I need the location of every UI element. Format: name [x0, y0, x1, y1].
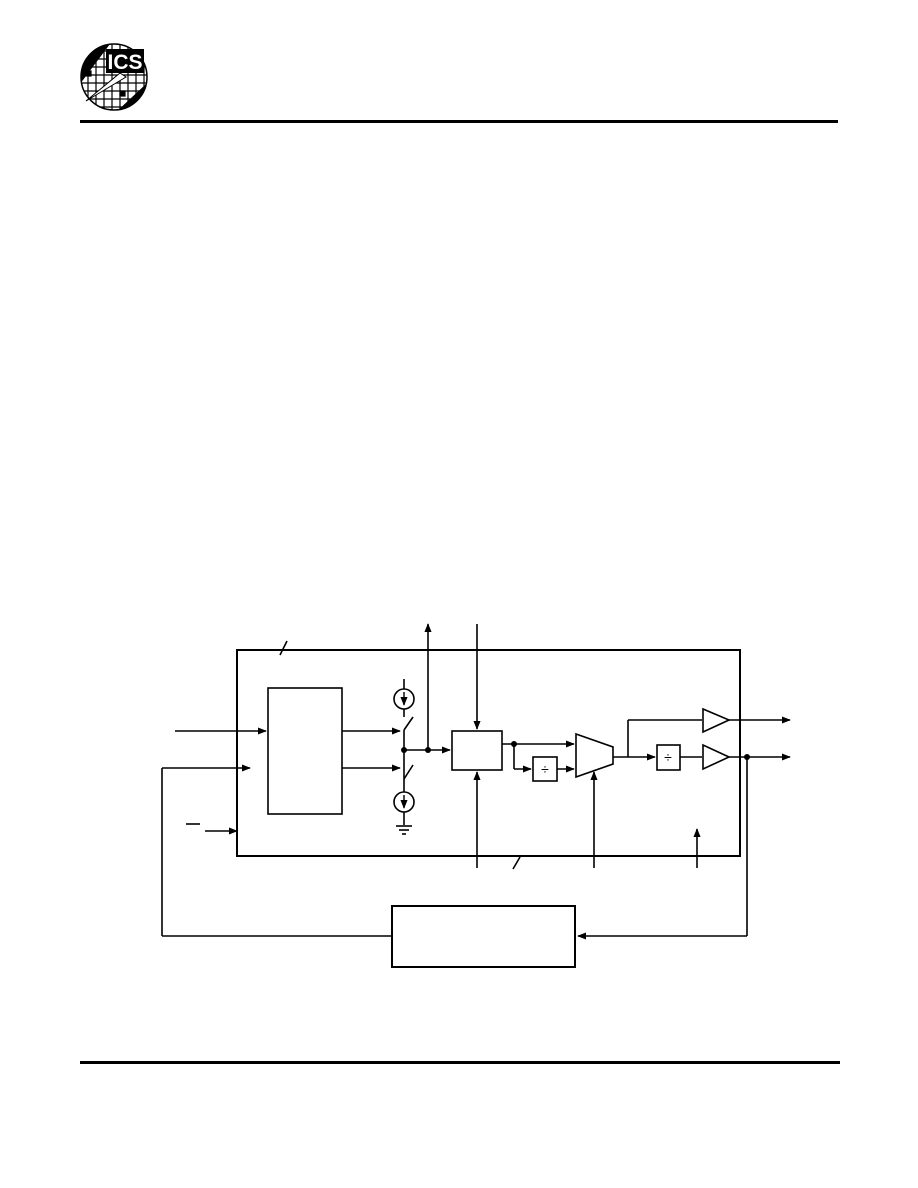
junction-dot — [401, 747, 407, 753]
logo-text: ICS — [107, 51, 142, 74]
vco-block — [451, 730, 503, 771]
output-mux — [575, 732, 614, 779]
header-rule — [80, 120, 838, 123]
vco-divider-symbol: ÷ — [541, 761, 549, 777]
footer-rule — [80, 1061, 840, 1064]
chip-outline — [236, 649, 741, 857]
output-buffer-2 — [702, 743, 731, 771]
lower-switch — [403, 764, 414, 780]
output-buffer-1 — [702, 707, 731, 734]
bus-slash-bottom — [512, 856, 521, 870]
output-divider-symbol: ÷ — [664, 749, 672, 765]
ics-logo: ICS — [80, 43, 148, 111]
bus-slash-top — [279, 640, 288, 656]
junction-dot — [425, 747, 431, 753]
junction-dot — [744, 754, 750, 760]
junction-dot — [511, 741, 517, 747]
input-register-block — [267, 687, 343, 815]
block-diagram: ÷ ÷ — [161, 623, 791, 968]
external-feedback-block — [391, 905, 576, 968]
upper-switch — [403, 716, 414, 731]
